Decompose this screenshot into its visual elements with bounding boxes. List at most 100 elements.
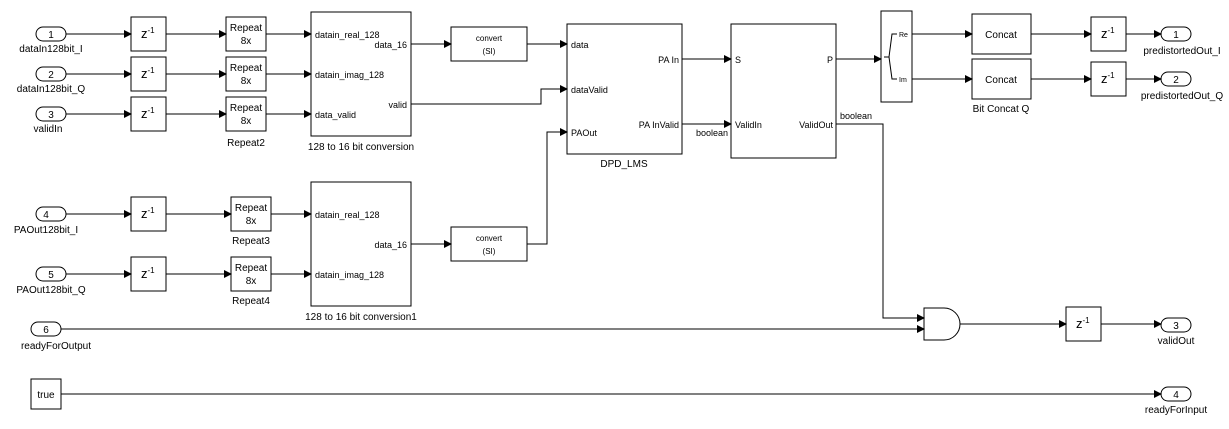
- outport-number: 1: [1173, 30, 1179, 41]
- outport-4[interactable]: 4 readyForInput: [1145, 386, 1207, 416]
- convert-si-block-1[interactable]: convert (SI): [450, 26, 528, 62]
- svg-text:z-1: z-1: [1101, 71, 1115, 86]
- block-name: 128 to 16 bit conversion: [308, 142, 414, 153]
- svg-text:Repeat: Repeat: [230, 103, 262, 114]
- svg-text:convert: convert: [476, 34, 503, 43]
- delay-in-2[interactable]: z-1: [130, 56, 167, 92]
- signal-type-label: boolean: [840, 111, 872, 121]
- delay-in-3[interactable]: z-1: [130, 96, 167, 132]
- delay-in-4[interactable]: z-1: [130, 196, 167, 232]
- dpd-lms-block[interactable]: data dataValid PAOut PA In PA InValid DP…: [566, 23, 683, 170]
- svg-text:8x: 8x: [246, 276, 257, 287]
- svg-text:dataValid: dataValid: [571, 85, 608, 95]
- svg-text:datain_real_128: datain_real_128: [315, 210, 380, 220]
- delay-out-1[interactable]: z-1: [1090, 16, 1127, 52]
- inport-name: PAOut128bit_Q: [16, 285, 86, 296]
- repeat-block-repeat4[interactable]: Repeat 8x Repeat4: [230, 256, 272, 307]
- svg-text:datain_imag_128: datain_imag_128: [315, 270, 384, 280]
- block-name: DPD_LMS: [600, 159, 648, 170]
- conversion-block-128-to-16[interactable]: datain_real_128 datain_imag_128 data_val…: [308, 11, 414, 153]
- inport-6[interactable]: 6 readyForOutput: [21, 321, 91, 352]
- block-name: 128 to 16 bit conversion1: [305, 312, 417, 323]
- inport-number: 5: [48, 270, 54, 281]
- inport-name: dataIn128bit_I: [19, 44, 82, 55]
- inport-3[interactable]: 3 validIn: [34, 106, 67, 135]
- inport-name: PAOut128bit_I: [14, 225, 78, 236]
- inport-number: 6: [43, 325, 49, 336]
- inport-number: 3: [48, 110, 54, 121]
- svg-text:z-1: z-1: [1076, 316, 1090, 331]
- svg-text:Re: Re: [899, 32, 908, 39]
- inport-1[interactable]: 1 dataIn128bit_I: [19, 26, 83, 55]
- inport-name: dataIn128bit_Q: [17, 84, 86, 95]
- svg-text:z-1: z-1: [1101, 26, 1115, 41]
- svg-text:convert: convert: [476, 234, 503, 243]
- svg-text:z-1: z-1: [141, 266, 155, 281]
- svg-text:8x: 8x: [241, 76, 252, 87]
- svg-text:Repeat: Repeat: [235, 203, 267, 214]
- outport-3[interactable]: 3 validOut: [1158, 317, 1195, 347]
- inport-number: 2: [48, 70, 54, 81]
- delay-out-2[interactable]: z-1: [1090, 61, 1127, 97]
- signal-line: [411, 85, 568, 105]
- block-name: Repeat4: [232, 296, 270, 307]
- svg-text:P: P: [827, 55, 833, 65]
- conversion-block-128-to-16-1[interactable]: datain_real_128 datain_imag_128 data_16 …: [305, 181, 417, 323]
- svg-text:8x: 8x: [241, 116, 252, 127]
- inport-number: 1: [48, 30, 54, 41]
- repeat-block-repeat3[interactable]: Repeat 8x Repeat3: [230, 196, 272, 247]
- block-name: Repeat2: [227, 138, 265, 149]
- svg-text:Concat: Concat: [985, 30, 1017, 41]
- repeat-block-repeat2[interactable]: Repeat 8x Repeat2: [225, 96, 267, 149]
- svg-text:Repeat: Repeat: [230, 23, 262, 34]
- svg-text:true: true: [37, 390, 55, 401]
- delay-in-5[interactable]: z-1: [130, 256, 167, 292]
- svg-text:datain_imag_128: datain_imag_128: [315, 70, 384, 80]
- repeat-block-1[interactable]: Repeat 8x: [225, 16, 267, 52]
- inport-2[interactable]: 2 dataIn128bit_Q: [17, 66, 86, 95]
- svg-text:(SI): (SI): [483, 247, 496, 256]
- svg-text:data_16: data_16: [374, 240, 407, 250]
- inport-number: 4: [43, 210, 49, 221]
- outport-number: 3: [1173, 321, 1179, 332]
- delay-out-3[interactable]: z-1: [1065, 306, 1102, 342]
- signal-line: [836, 123, 925, 322]
- svg-text:S: S: [735, 55, 741, 65]
- inport-5[interactable]: 5 PAOut128bit_Q: [16, 266, 86, 296]
- complex-to-real-imag-block[interactable]: Re Im: [880, 10, 913, 103]
- outport-2[interactable]: 2 predistortedOut_Q: [1141, 71, 1223, 102]
- serializer-block[interactable]: S ValidIn P ValidOut: [730, 23, 837, 159]
- svg-text:Concat: Concat: [985, 75, 1017, 86]
- svg-text:z-1: z-1: [141, 26, 155, 41]
- concat-block-i[interactable]: Concat: [971, 13, 1032, 55]
- outport-name: predistortedOut_I: [1143, 46, 1220, 57]
- svg-text:data_16: data_16: [374, 40, 407, 50]
- constant-true-block[interactable]: true: [30, 378, 62, 410]
- svg-text:ValidIn: ValidIn: [735, 120, 762, 130]
- svg-text:datain_real_128: datain_real_128: [315, 30, 380, 40]
- svg-text:z-1: z-1: [141, 206, 155, 221]
- svg-text:Repeat: Repeat: [235, 263, 267, 274]
- outport-1[interactable]: 1 predistortedOut_I: [1143, 26, 1221, 57]
- signal-line: [527, 128, 568, 245]
- svg-text:Im: Im: [899, 77, 907, 84]
- delay-in-1[interactable]: z-1: [130, 16, 167, 52]
- concat-block-q[interactable]: Concat Bit Concat Q: [971, 58, 1032, 115]
- svg-text:data: data: [571, 40, 589, 50]
- convert-si-block-2[interactable]: convert (SI): [450, 226, 528, 262]
- outport-name: validOut: [1158, 336, 1195, 347]
- signal-lines: [61, 30, 1162, 398]
- and-gate[interactable]: [923, 307, 961, 341]
- svg-text:z-1: z-1: [141, 106, 155, 121]
- svg-text:z-1: z-1: [141, 66, 155, 81]
- svg-text:(SI): (SI): [483, 47, 496, 56]
- outport-number: 4: [1173, 390, 1179, 401]
- inport-name: readyForOutput: [21, 341, 91, 352]
- signal-type-label: boolean: [696, 128, 728, 138]
- svg-text:PA InValid: PA InValid: [639, 120, 679, 130]
- inport-4[interactable]: 4 PAOut128bit_I: [14, 206, 78, 236]
- svg-text:8x: 8x: [241, 36, 252, 47]
- outport-number: 2: [1173, 75, 1179, 86]
- repeat-block-2[interactable]: Repeat 8x: [225, 56, 267, 92]
